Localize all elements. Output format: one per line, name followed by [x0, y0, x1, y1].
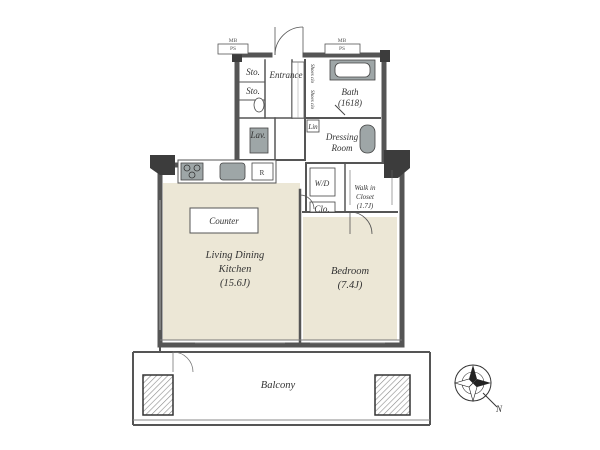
ldk-door	[299, 194, 315, 210]
clo-label: Clo.	[314, 204, 329, 214]
column-right	[384, 150, 410, 178]
bath-fixtures	[249, 59, 376, 213]
shoes-closet-label-1: Shoes clo	[309, 64, 314, 84]
counter-label: Counter	[209, 216, 239, 226]
ldk-label-2: Kitchen	[218, 264, 252, 275]
bedroom-door	[349, 211, 373, 235]
svg-text:PS: PS	[230, 46, 236, 52]
bedroom-size: (7.4J)	[338, 280, 363, 291]
sto-label-1: Sto.	[246, 67, 260, 77]
refrigerator-label: R	[260, 169, 265, 177]
entrance-door	[274, 26, 304, 56]
bath-label: Bath	[342, 87, 359, 97]
compass-rose	[453, 364, 498, 408]
walkin-label-1: Walk in	[355, 184, 376, 192]
column-top-left	[232, 50, 242, 62]
wd-label: W/D	[315, 179, 330, 188]
sto-label-2: Sto.	[246, 86, 260, 96]
svg-text:MB: MB	[229, 38, 238, 44]
svg-text:MB: MB	[338, 38, 347, 44]
walkin-label-2: Closet	[356, 193, 375, 201]
balcony-label: Balcony	[261, 380, 296, 391]
walkin-closet-rail	[349, 170, 393, 205]
walkin-size: (1.7J)	[357, 202, 374, 210]
lav-label: Lav.	[249, 130, 265, 140]
shoes-closet-label-2: Shoes clo	[309, 90, 314, 110]
bedroom-floor	[303, 217, 397, 340]
dressing-label-2: Room	[331, 143, 353, 153]
balcony	[132, 351, 431, 426]
ldk-label-1: Living Dining	[205, 250, 265, 261]
counter-island	[189, 207, 259, 234]
ldk-size: (15.6J)	[220, 278, 251, 289]
ldk-floor	[163, 183, 300, 340]
compass-north-label: N	[495, 404, 503, 414]
lin-label: Lin	[307, 123, 318, 131]
windows	[159, 200, 402, 344]
bath-size: (1618)	[338, 98, 362, 108]
shaft-left: MB PS	[217, 38, 249, 55]
bedroom-label: Bedroom	[331, 266, 370, 277]
column-top-right	[380, 50, 390, 62]
shaft-right: MB PS	[324, 38, 361, 55]
dressing-label-1: Dressing	[325, 132, 359, 142]
kitchen-counter	[177, 159, 277, 184]
entrance-label: Entrance	[269, 70, 303, 80]
svg-text:PS: PS	[339, 46, 345, 52]
column-left	[150, 155, 175, 175]
